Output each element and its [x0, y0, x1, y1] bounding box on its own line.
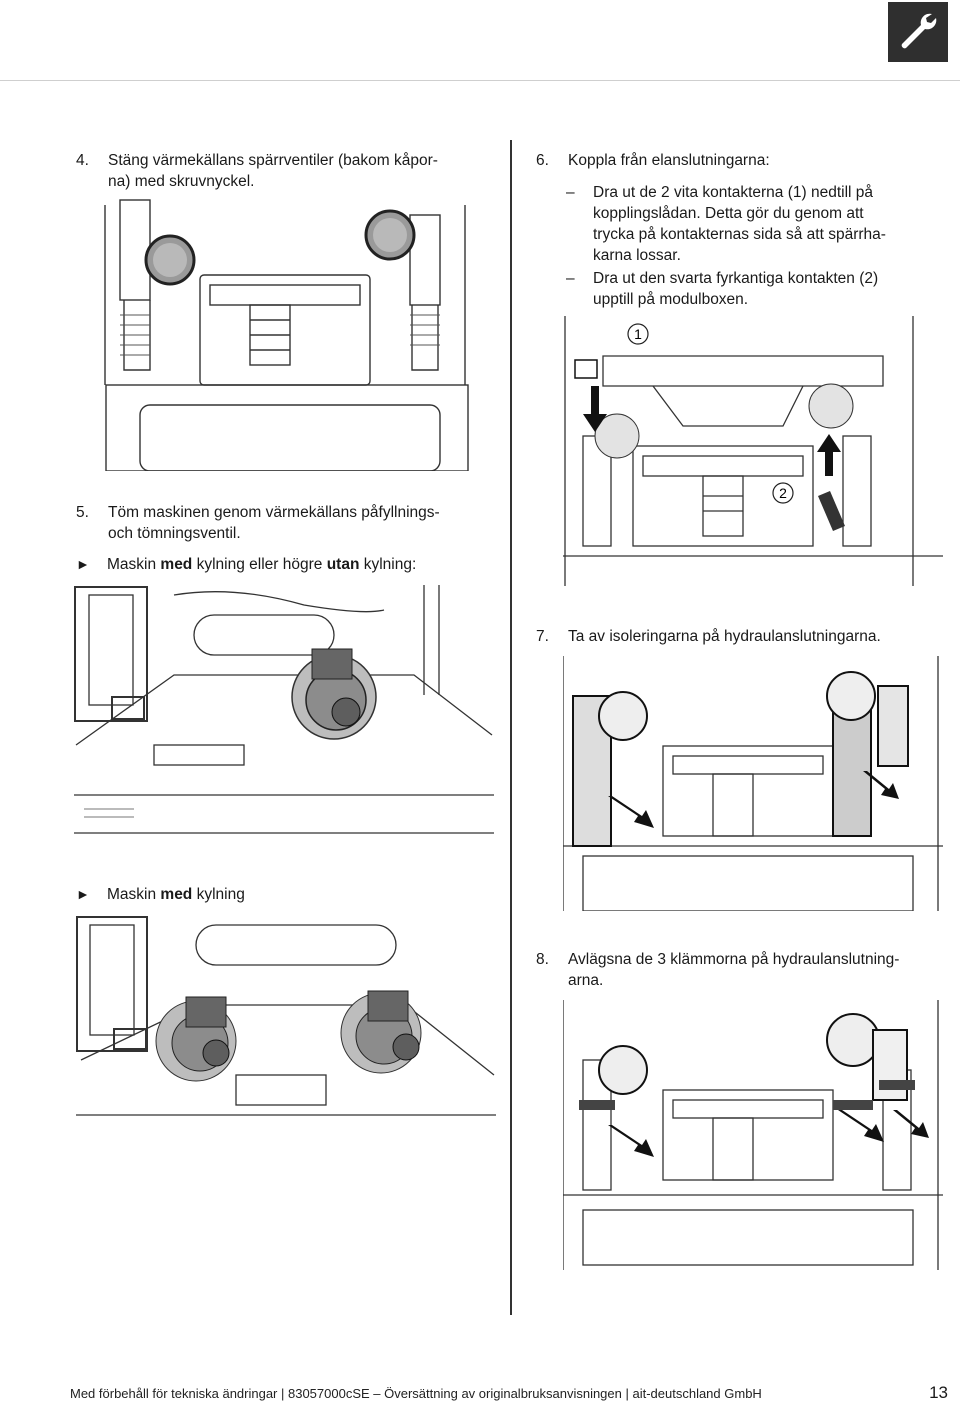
step-number: 8.	[536, 951, 549, 968]
step-text-line: Töm maskinen genom värmekällans påfyllni…	[108, 504, 440, 521]
wrench-icon	[901, 13, 937, 49]
instruction-line: upptill på modulboxen.	[593, 291, 749, 308]
figure-electrical-connectors: 1 2	[563, 316, 943, 586]
header-rule	[0, 80, 960, 81]
step-number: 4.	[76, 152, 89, 169]
callout-1: 1	[627, 323, 649, 345]
arrow-bullet-icon: ►	[76, 886, 90, 902]
step-text: Ta av isoleringarna på hydraulanslutning…	[568, 628, 881, 645]
figure-insulation-removal	[562, 656, 943, 912]
step-number: 6.	[536, 152, 549, 169]
note-cooling-or-higher: ► Maskin med kylning eller högre utan ky…	[76, 556, 417, 573]
note-cooling: ► Maskin med kylning	[76, 886, 245, 903]
step-4: 4. Stäng värmekällans spärrventiler (bak…	[76, 150, 496, 192]
footer-text: Med förbehåll för tekniska ändringar | 8…	[70, 1386, 762, 1401]
step-6: 6. Koppla från elanslutningarna:	[536, 150, 946, 171]
instruction-line: Dra ut de 2 vita kontakterna (1) nedtill…	[593, 184, 874, 201]
page-number: 13	[929, 1383, 948, 1402]
instruction-line: trycka på kontakternas sida så att spärr…	[593, 226, 886, 243]
figure-drain-valves-double	[76, 915, 496, 1145]
instruction-line: kopplingslådan. Detta gör du genom att	[593, 205, 864, 222]
instruction-white-connectors: – Dra ut de 2 vita kontakterna (1) nedti…	[566, 182, 948, 266]
step-8: 8. Avlägsna de 3 klämmorna på hydraulans…	[536, 949, 946, 991]
figure-shutoff-valves	[100, 195, 476, 472]
instruction-line: Dra ut den svarta fyrkantiga kontakten (…	[593, 270, 879, 287]
callout-1-label: 1	[634, 326, 642, 342]
step-text-line: Avlägsna de 3 klämmorna på hydraulanslut…	[568, 951, 900, 968]
figure-clamp-removal	[562, 1000, 943, 1270]
column-divider	[510, 140, 512, 1315]
step-number: 7.	[536, 628, 549, 645]
figure-drain-valve-single	[74, 585, 494, 835]
step-5: 5. Töm maskinen genom värmekällans påfyl…	[76, 502, 496, 544]
step-number: 5.	[76, 504, 89, 521]
step-7: 7. Ta av isoleringarna på hydraulanslutn…	[536, 626, 946, 647]
step-text-line: arna.	[568, 972, 604, 989]
arrow-bullet-icon: ►	[76, 556, 90, 572]
instruction-black-connector: – Dra ut den svarta fyrkantiga kontakten…	[566, 268, 948, 310]
callout-2-label: 2	[779, 485, 787, 501]
instruction-line: karna lossar.	[593, 247, 681, 264]
section-badge	[888, 2, 948, 62]
step-text-line: och tömningsventil.	[108, 525, 241, 542]
step-text-line: Stäng värmekällans spärrventiler (bakom …	[108, 152, 438, 169]
callout-2: 2	[772, 482, 794, 504]
step-text-line: na) med skruvnyckel.	[108, 173, 255, 190]
step-title: Koppla från elanslutningarna:	[568, 152, 770, 169]
